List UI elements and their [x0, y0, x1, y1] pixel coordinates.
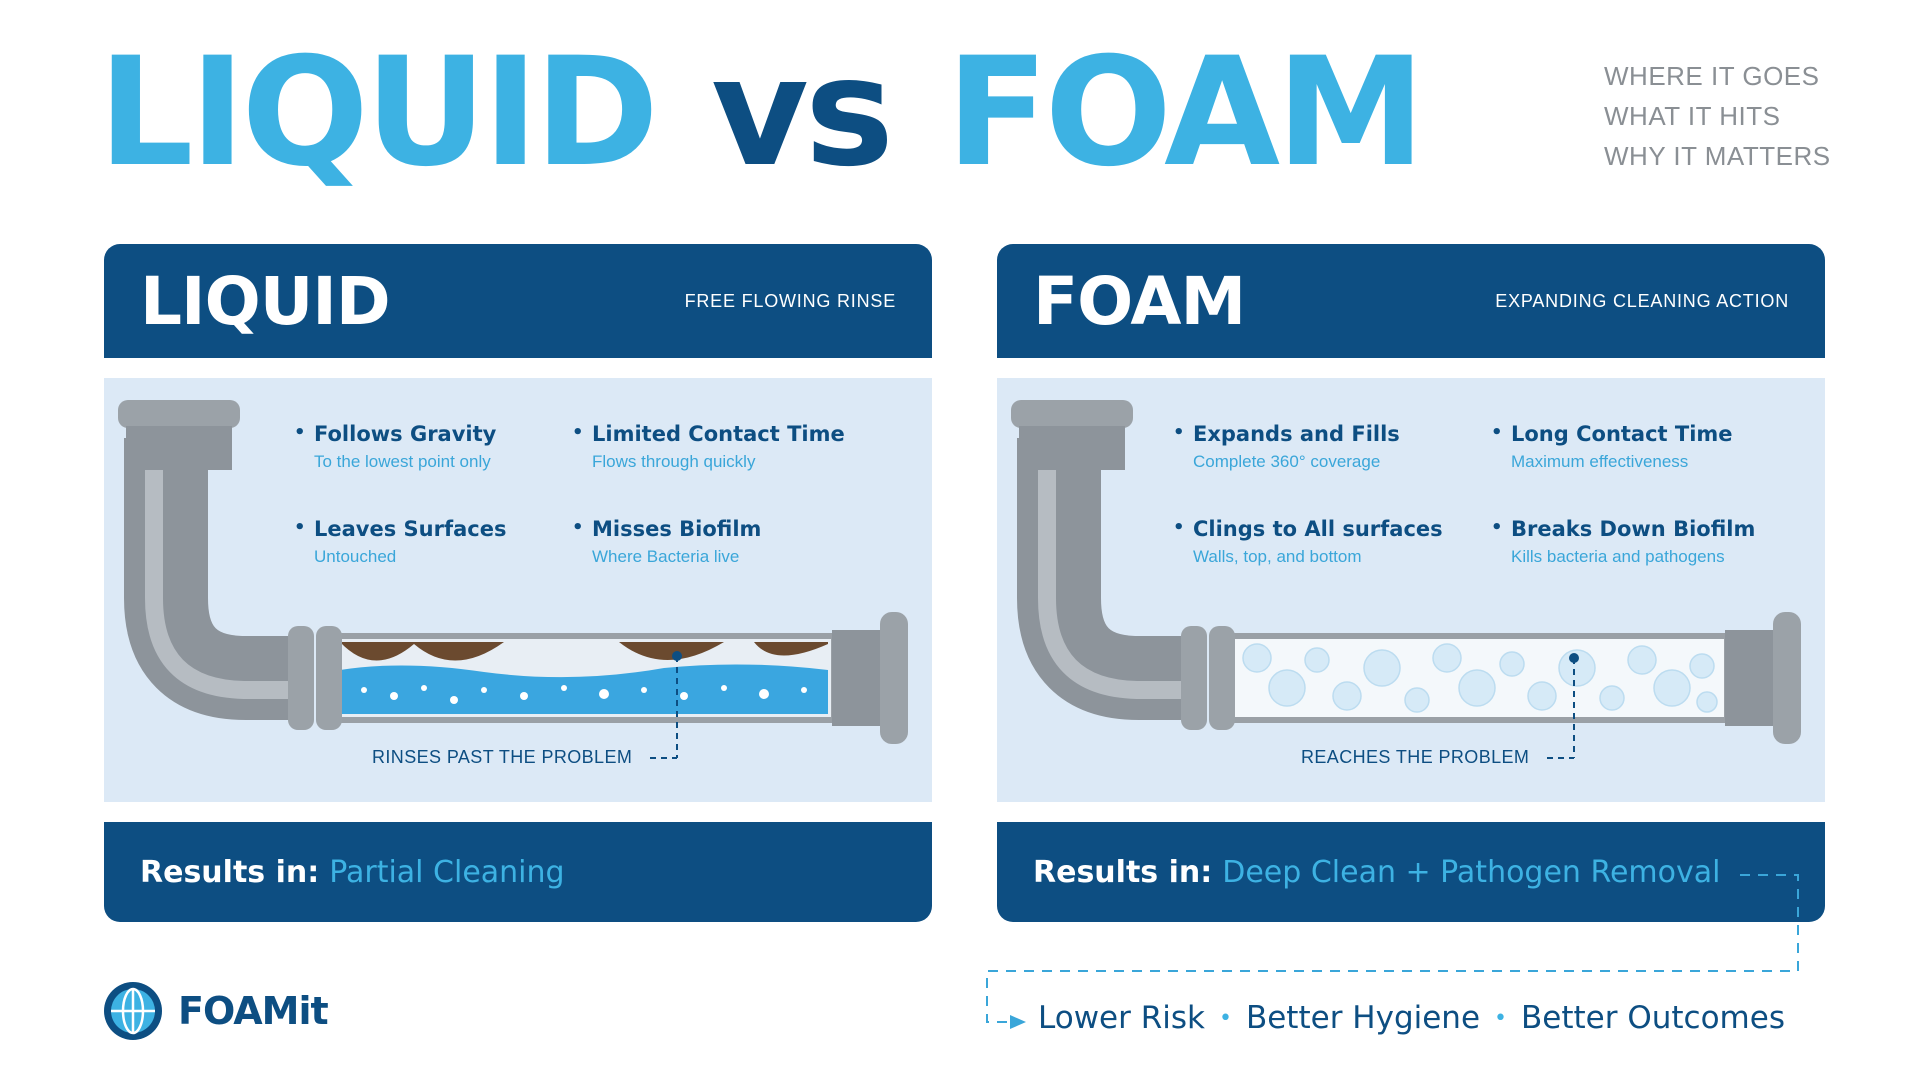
bullet-title: Follows Gravity: [294, 422, 496, 446]
biofilm-top: [754, 642, 828, 656]
pipe-coupling: [316, 626, 342, 730]
foam-diagram: Expands and Fills Complete 360° coverage…: [997, 378, 1825, 802]
foam-panel-header: FOAM EXPANDING CLEANING ACTION: [997, 244, 1825, 358]
bullet-subtitle: Maximum effectiveness: [1511, 452, 1689, 471]
bullet-item: Leaves Surfaces Untouched: [294, 517, 507, 567]
pipe-coupling: [1209, 626, 1235, 730]
bullet-item: Clings to All surfaces Walls, top, and b…: [1173, 517, 1443, 567]
liquid-diagram: Follows Gravity To the lowest point only…: [104, 378, 932, 802]
foam-panel-title: FOAM: [1033, 262, 1246, 340]
foam-result: Results in: Deep Clean + Pathogen Remova…: [997, 822, 1825, 922]
connector-arrow-icon: [1010, 1015, 1026, 1029]
bullet-subtitle: Flows through quickly: [592, 452, 756, 471]
liquid-result: Results in: Partial Cleaning: [104, 822, 932, 922]
liquid-panel-title: LIQUID: [140, 262, 391, 340]
pipe-elbow: [124, 438, 304, 720]
foam-panel: FOAM EXPANDING CLEANING ACTION: [997, 244, 1825, 922]
bullet-subtitle: To the lowest point only: [314, 452, 491, 471]
liquid-bubbles: [361, 685, 807, 704]
bullet-title: Expands and Fills: [1173, 422, 1400, 446]
outcome-item: Better Outcomes: [1521, 1000, 1785, 1036]
bullet-item: Breaks Down Biofilm Kills bacteria and p…: [1491, 517, 1755, 567]
liquid-flow: [340, 664, 828, 714]
biofilm-top: [340, 642, 504, 661]
liquid-panel: LIQUID FREE FLOWING RINSE: [104, 244, 932, 922]
title-vs: vs: [711, 26, 894, 200]
outcomes-list: Lower Risk • Better Hygiene • Better Out…: [1038, 1000, 1785, 1036]
pipe-elbow: [1017, 438, 1197, 720]
bullet-title: Misses Biofilm: [572, 517, 761, 541]
separator-dot-icon: •: [1218, 1005, 1232, 1031]
main-title: LIQUID vs FOAM: [98, 26, 1425, 200]
tagline-line: WHY IT MATTERS: [1604, 141, 1831, 171]
bullet-item: Follows Gravity To the lowest point only: [294, 422, 496, 472]
result-label: Results in:: [140, 854, 320, 890]
pipe-end: [1725, 630, 1777, 726]
liquid-callout: RINSES PAST THE PROBLEM: [372, 747, 633, 767]
foamit-logo: FOAMit: [102, 980, 329, 1042]
bullet-subtitle: Complete 360° coverage: [1193, 452, 1381, 471]
pipe-cap-flange: [118, 400, 240, 428]
bullet-title: Clings to All surfaces: [1173, 517, 1443, 541]
tagline-line: WHERE IT GOES: [1604, 61, 1820, 91]
bullet-subtitle: Where Bacteria live: [592, 547, 740, 566]
foam-callout: REACHES THE PROBLEM: [1301, 747, 1530, 767]
pipe-end: [832, 630, 884, 726]
result-label: Results in:: [1033, 854, 1213, 890]
title-liquid: LIQUID: [98, 26, 659, 200]
pipe-cap-flange: [1011, 400, 1133, 428]
biofilm-top: [619, 642, 724, 660]
bullet-title: Breaks Down Biofilm: [1491, 517, 1755, 541]
pipe-coupling: [288, 626, 314, 730]
liquid-pipe-illustration: [118, 400, 908, 759]
bullet-title: Long Contact Time: [1491, 422, 1733, 446]
outcome-item: Lower Risk: [1038, 1000, 1205, 1036]
title-foam: FOAM: [946, 26, 1425, 200]
globe-icon: [104, 982, 162, 1040]
tagline-line: WHAT IT HITS: [1604, 101, 1781, 131]
foam-panel-subtitle: EXPANDING CLEANING ACTION: [1495, 290, 1789, 311]
bullet-item: Long Contact Time Maximum effectiveness: [1491, 422, 1733, 472]
liquid-panel-header: LIQUID FREE FLOWING RINSE: [104, 244, 932, 358]
pipe-highlight: [1038, 438, 1197, 699]
separator-dot-icon: •: [1494, 1005, 1508, 1031]
bullet-title: Leaves Surfaces: [294, 517, 507, 541]
pipe-cap: [1019, 426, 1125, 470]
foam-pipe-illustration: [1011, 400, 1801, 759]
pipe-end-flange: [880, 612, 908, 744]
tagline: WHERE IT GOES WHAT IT HITS WHY IT MATTER…: [1604, 56, 1831, 176]
bullet-subtitle: Untouched: [314, 547, 397, 566]
logo-text: FOAMit: [178, 989, 329, 1033]
bullet-item: Limited Contact Time Flows through quick…: [572, 422, 845, 472]
pipe-cap: [126, 426, 232, 470]
bullet-item: Misses Biofilm Where Bacteria live: [572, 517, 761, 567]
bullet-subtitle: Walls, top, and bottom: [1193, 547, 1362, 566]
outcome-item: Better Hygiene: [1245, 1000, 1481, 1036]
bullet-title: Limited Contact Time: [572, 422, 845, 446]
pipe-end-flange: [1773, 612, 1801, 744]
result-value: Partial Cleaning: [329, 854, 565, 890]
pipe-coupling: [1181, 626, 1207, 730]
result-value: Deep Clean + Pathogen Removal: [1222, 854, 1721, 890]
bullet-item: Expands and Fills Complete 360° coverage: [1173, 422, 1400, 472]
bullet-subtitle: Kills bacteria and pathogens: [1511, 547, 1725, 566]
foam-fill: [1242, 643, 1718, 713]
pipe-highlight: [145, 438, 304, 699]
liquid-panel-subtitle: FREE FLOWING RINSE: [684, 290, 896, 311]
